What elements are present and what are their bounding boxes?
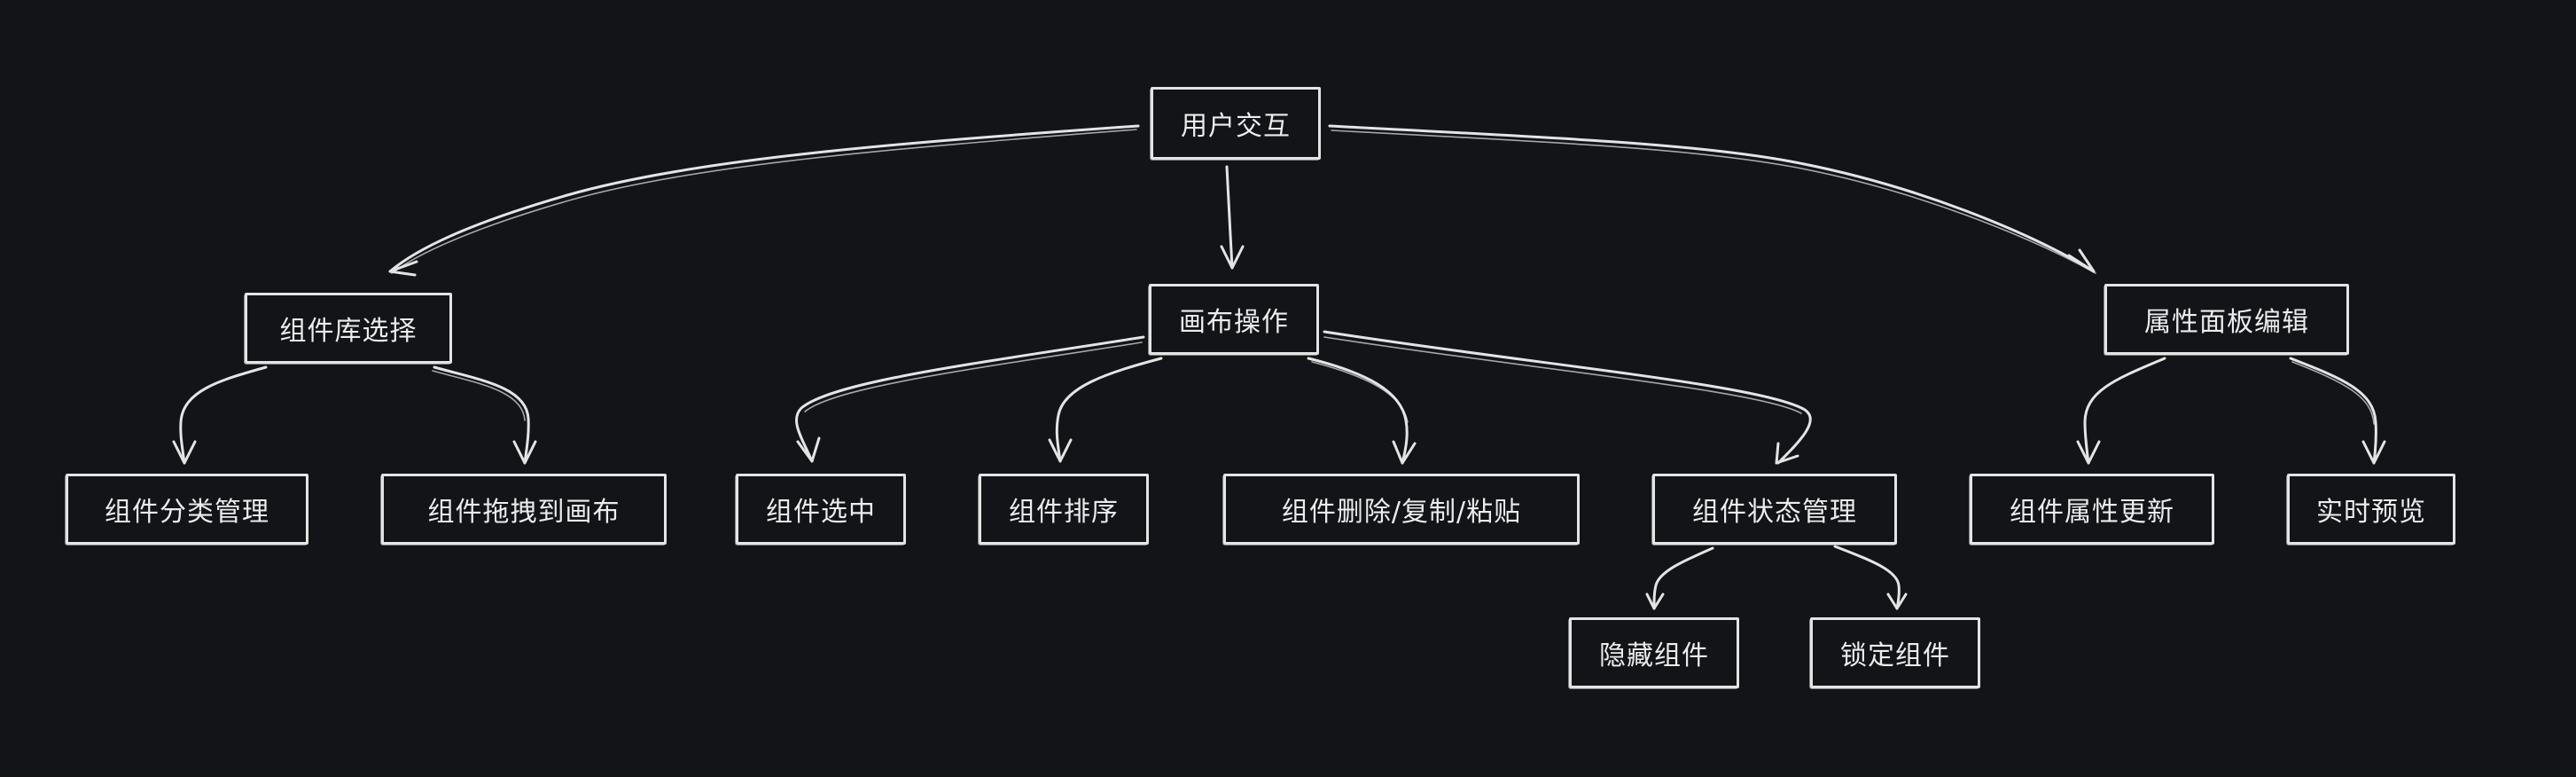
- node-delete-copy-paste: 组件删除/复制/粘贴: [1222, 474, 1580, 545]
- node-realtime-preview: 实时预览: [2286, 474, 2455, 545]
- node-category-management: 组件分类管理: [65, 474, 308, 545]
- edge-canvas-to-state: [1323, 330, 1812, 465]
- edge-root-to-canvas-operation: [1220, 165, 1245, 270]
- node-canvas-operation: 画布操作: [1148, 284, 1319, 356]
- edge-library-to-drag: [432, 365, 537, 465]
- node-state-management: 组件状态管理: [1651, 474, 1897, 545]
- node-hide-component: 隐藏组件: [1568, 617, 1739, 689]
- node-component-select: 组件选中: [735, 474, 906, 545]
- edge-prop-to-preview: [2289, 357, 2386, 465]
- edge-state-to-lock: [1833, 545, 1908, 610]
- node-user-interaction: 用户交互: [1150, 87, 1321, 161]
- node-drag-to-canvas: 组件拖拽到画布: [380, 474, 667, 545]
- edge-state-to-hide: [1645, 546, 1714, 610]
- node-property-panel: 属性面板编辑: [2104, 284, 2349, 356]
- edge-prop-to-update: [2076, 357, 2166, 465]
- node-component-library: 组件库选择: [244, 293, 452, 365]
- node-property-update: 组件属性更新: [1969, 474, 2214, 545]
- node-component-sort: 组件排序: [978, 474, 1149, 545]
- node-lock-component: 锁定组件: [1809, 617, 1980, 689]
- edge-canvas-to-select: [795, 335, 1145, 463]
- edge-root-to-property-panel: [1328, 124, 2096, 274]
- edge-library-to-category: [172, 365, 268, 465]
- edge-canvas-to-edit: [1307, 357, 1417, 465]
- edge-canvas-to-sort: [1048, 357, 1163, 463]
- edge-root-to-component-library: [388, 124, 1140, 277]
